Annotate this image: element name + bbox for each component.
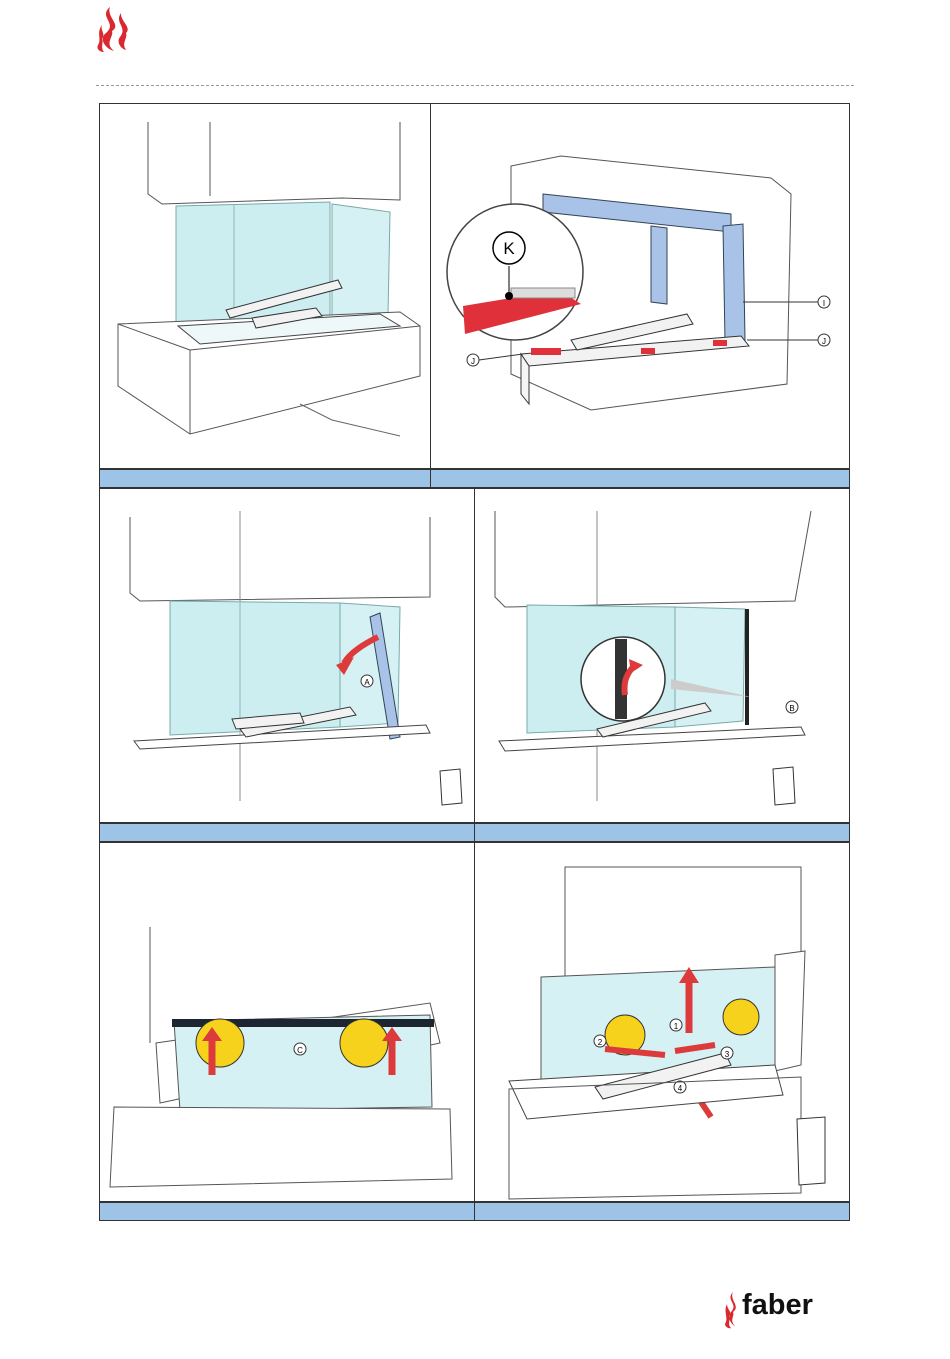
callout-label: B <box>789 704 794 713</box>
callout-label: 2 <box>598 1038 603 1047</box>
fireplace-illustration <box>100 104 431 469</box>
callout-label: 1 <box>674 1022 679 1031</box>
header-divider <box>96 85 854 86</box>
glass-lift-out-sequence: 1 2 3 4 <box>475 843 850 1202</box>
fireplace-frame-illustration: K I J J <box>431 104 850 469</box>
figure-4-caption-band <box>474 823 850 842</box>
callout-label: 4 <box>678 1084 683 1093</box>
callout-label: C <box>297 1046 303 1055</box>
figure-6-caption-band <box>474 1202 850 1221</box>
figure-3-caption-band <box>99 823 475 842</box>
flame-logo-icon <box>88 5 136 55</box>
label-k: K <box>503 239 515 258</box>
figure-1 <box>99 103 431 469</box>
callout-label: J <box>822 337 826 346</box>
callout-label: I <box>823 299 825 308</box>
callout-label: J <box>471 357 475 366</box>
front-glass-suction-cups: C <box>100 843 475 1202</box>
figure-5-caption-band <box>99 1202 475 1221</box>
figure-2: K I J J <box>430 103 850 469</box>
figure-2-caption-band <box>430 469 850 488</box>
glass-removal-step-a: A <box>100 489 475 823</box>
flame-logo-icon <box>721 1290 743 1330</box>
brand-wordmark: faber <box>742 1289 813 1322</box>
figure-6: 1 2 3 4 <box>474 842 850 1202</box>
figure-1-caption-band <box>99 469 431 488</box>
callout-label: A <box>364 678 370 687</box>
figure-3: A <box>99 488 475 823</box>
figure-5: C <box>99 842 475 1202</box>
figure-4: B <box>474 488 850 823</box>
callout-label: 3 <box>725 1050 730 1059</box>
glass-removal-step-b: B <box>475 489 850 823</box>
